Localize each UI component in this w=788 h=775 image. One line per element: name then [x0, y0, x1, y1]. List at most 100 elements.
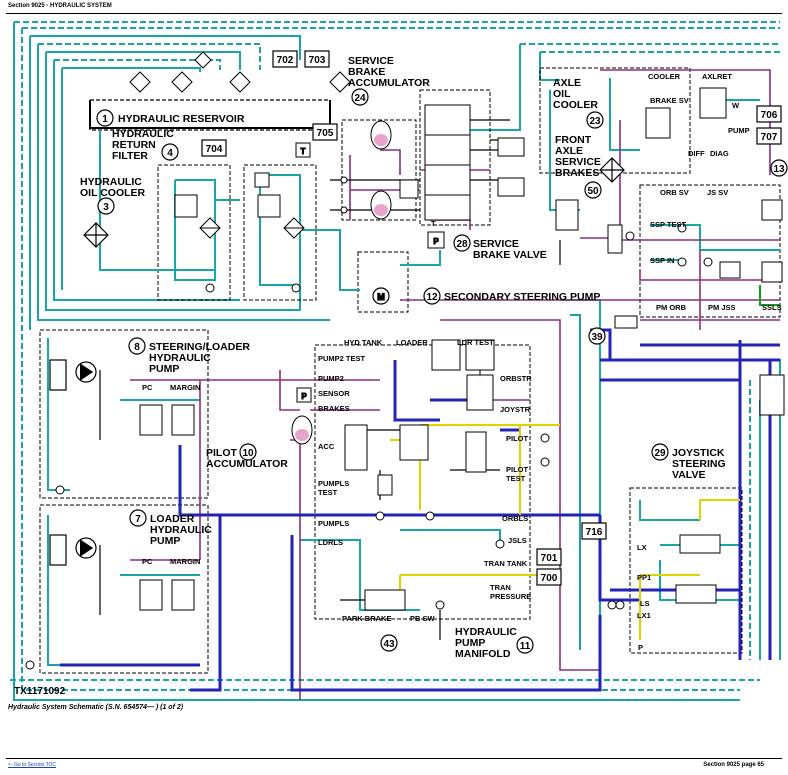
svg-text:PARK BRAKE: PARK BRAKE: [342, 614, 391, 623]
svg-text:28: 28: [456, 239, 468, 250]
svg-text:705: 705: [317, 128, 334, 139]
svg-text:P: P: [433, 237, 439, 246]
svg-text:707: 707: [761, 132, 778, 143]
svg-text:SERVICE: SERVICE: [348, 55, 394, 67]
svg-text:AXLRET: AXLRET: [702, 72, 732, 81]
header-rule: [6, 13, 782, 14]
svg-text:JS SV: JS SV: [707, 188, 728, 197]
svg-text:RETURN: RETURN: [112, 139, 156, 151]
svg-text:SECONDARY STEERING PUMP: SECONDARY STEERING PUMP: [444, 291, 600, 303]
svg-text:T: T: [301, 147, 306, 156]
svg-text:HYD TANK: HYD TANK: [344, 338, 383, 347]
svg-text:LDRLS: LDRLS: [318, 538, 343, 547]
svg-text:PRESSURE: PRESSURE: [490, 592, 531, 601]
svg-text:39: 39: [591, 332, 603, 343]
svg-text:ORB SV: ORB SV: [660, 188, 689, 197]
svg-text:PM ORB: PM ORB: [656, 303, 687, 312]
svg-text:HYDRAULIC: HYDRAULIC: [455, 626, 517, 638]
svg-text:PUMP: PUMP: [150, 535, 180, 547]
reservoir: [89, 99, 331, 131]
svg-text:TRAN TANK: TRAN TANK: [484, 559, 528, 568]
return-lines: [13, 21, 780, 701]
svg-text:PUMPLS: PUMPLS: [318, 479, 349, 488]
svg-text:HYDRAULIC RESERVOIR: HYDRAULIC RESERVOIR: [118, 113, 245, 125]
svg-text:4: 4: [167, 148, 173, 159]
svg-text:MARGIN: MARGIN: [170, 557, 200, 566]
svg-text:HYDRAULIC: HYDRAULIC: [112, 128, 174, 140]
svg-text:TRAN: TRAN: [490, 583, 511, 592]
svg-text:BRAKES: BRAKES: [555, 167, 599, 179]
svg-text:23: 23: [589, 116, 601, 127]
svg-text:MARGIN: MARGIN: [170, 383, 200, 392]
svg-text:T: T: [431, 219, 436, 228]
section-toc-link[interactable]: <- Go to Section TOC: [8, 762, 57, 768]
svg-text:JSLS: JSLS: [508, 536, 527, 545]
svg-text:703: 703: [309, 55, 326, 66]
valve-icon: [139, 87, 785, 611]
svg-text:DIAG: DIAG: [710, 149, 729, 158]
pressure-switch: T P P: [254, 142, 445, 403]
svg-text:TEST: TEST: [506, 474, 526, 483]
svg-text:COOLER: COOLER: [553, 99, 598, 111]
svg-text:OIL COOLER: OIL COOLER: [80, 187, 146, 199]
svg-text:PUMP: PUMP: [149, 363, 179, 375]
svg-text:ACCUMULATOR: ACCUMULATOR: [348, 77, 430, 89]
callout-numbers: 1 4 3 24 28 23 50 12 8 7 10 29 11 43 39 …: [96, 88, 788, 654]
svg-text:700: 700: [541, 573, 558, 584]
svg-text:10: 10: [242, 448, 254, 459]
svg-text:43: 43: [383, 639, 395, 650]
svg-text:FRONT: FRONT: [555, 134, 592, 146]
svg-text:P: P: [301, 392, 307, 401]
svg-text:SERVICE: SERVICE: [555, 156, 601, 168]
svg-text:13: 13: [773, 164, 785, 175]
svg-text:MANIFOLD: MANIFOLD: [455, 648, 511, 660]
svg-text:LS: LS: [640, 599, 650, 608]
svg-text:716: 716: [586, 527, 603, 538]
pump-icon: M: [75, 287, 390, 559]
svg-text:3: 3: [103, 202, 109, 213]
svg-text:STEERING/LOADER: STEERING/LOADER: [149, 341, 250, 353]
svg-text:P: P: [638, 643, 643, 652]
svg-text:PILOT: PILOT: [506, 465, 529, 474]
check-valve-icon: [25, 176, 713, 670]
svg-text:PUMPLS: PUMPLS: [318, 519, 349, 528]
svg-text:OIL: OIL: [553, 88, 571, 100]
svg-text:29: 29: [654, 448, 666, 459]
motor-icon: [49, 359, 67, 566]
svg-text:PILOT: PILOT: [206, 447, 238, 459]
drawing-id: TX1171092: [14, 686, 66, 697]
svg-text:706: 706: [761, 110, 778, 121]
svg-text:ACCUMULATOR: ACCUMULATOR: [206, 458, 288, 470]
svg-text:TEST: TEST: [318, 488, 338, 497]
svg-text:BRAKE: BRAKE: [348, 66, 385, 78]
accumulator-icon: [291, 120, 392, 445]
svg-text:BRAKE VALVE: BRAKE VALVE: [473, 249, 547, 261]
breather-filters: [129, 51, 351, 93]
svg-text:FILTER: FILTER: [112, 150, 148, 162]
svg-text:BRAKES: BRAKES: [318, 404, 350, 413]
svg-text:702: 702: [277, 55, 294, 66]
svg-text:HYDRAULIC: HYDRAULIC: [149, 352, 211, 364]
svg-text:PUMP: PUMP: [728, 126, 750, 135]
filter-icon: [199, 217, 305, 239]
svg-text:JOYSTICK: JOYSTICK: [672, 447, 725, 459]
component-labels: HYDRAULIC RESERVOIR HYDRAULIC RETURN FIL…: [80, 55, 726, 660]
svg-text:LOADER: LOADER: [396, 338, 428, 347]
svg-text:701: 701: [541, 553, 558, 564]
cooler-icon: [83, 157, 625, 248]
svg-text:ACC: ACC: [318, 442, 335, 451]
svg-text:11: 11: [520, 641, 531, 652]
svg-text:PC: PC: [142, 557, 153, 566]
svg-text:LX: LX: [637, 543, 647, 552]
svg-text:DIFF: DIFF: [688, 149, 705, 158]
svg-text:AXLE: AXLE: [553, 77, 581, 89]
svg-text:JOYSTR: JOYSTR: [500, 405, 531, 414]
svg-text:PUMP2: PUMP2: [318, 374, 344, 383]
svg-text:12: 12: [426, 292, 438, 303]
svg-text:1: 1: [102, 114, 108, 125]
svg-text:HYDRAULIC: HYDRAULIC: [80, 176, 142, 188]
svg-text:ORBLS: ORBLS: [502, 514, 528, 523]
port-labels: COOLER AXLRET BRAKE SV W PUMP DIFF DIAG …: [142, 72, 782, 652]
figure-caption: Hydraulic System Schematic (S.N. 654574—…: [8, 704, 184, 711]
svg-text:BRAKE SV: BRAKE SV: [650, 96, 689, 105]
